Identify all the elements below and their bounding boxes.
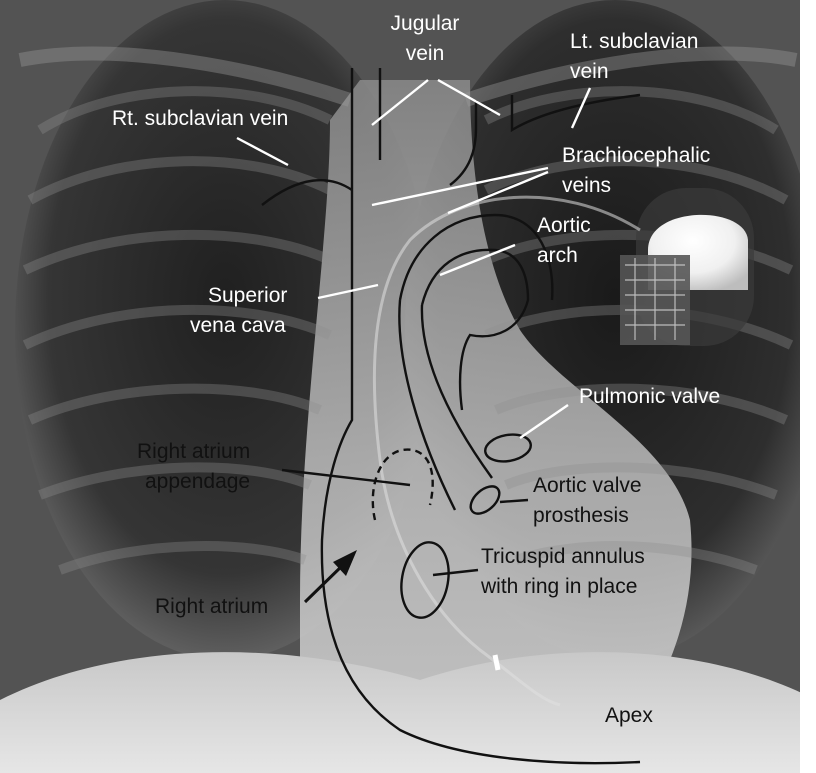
label-svc-1: Superior	[208, 284, 287, 307]
label-aortic-arch-1: Aortic	[537, 214, 591, 237]
label-right-atrium: Right atrium	[155, 595, 268, 618]
right-margin	[800, 0, 816, 773]
label-aortic-arch-2: arch	[537, 244, 578, 267]
label-aortic-valve-2: prosthesis	[533, 504, 629, 527]
lead-tip	[495, 655, 498, 670]
label-tricuspid-1: Tricuspid annulus	[481, 545, 645, 568]
label-lt-subclavian-2: vein	[570, 60, 609, 83]
label-brachiocephalic-1: Brachiocephalic	[562, 144, 710, 167]
label-aortic-valve-1: Aortic valve	[533, 474, 642, 497]
label-ra-appendage-2: appendage	[145, 470, 250, 493]
label-lt-subclavian-1: Lt. subclavian	[570, 30, 698, 53]
label-apex: Apex	[605, 704, 653, 727]
label-tricuspid-2: with ring in place	[480, 575, 637, 598]
label-rt-subclavian: Rt. subclavian vein	[112, 107, 288, 130]
label-ra-appendage-1: Right atrium	[137, 440, 250, 463]
label-jugular-vein-2: vein	[406, 42, 445, 65]
label-jugular-vein-1: Jugular	[391, 12, 460, 35]
label-pulmonic-valve: Pulmonic valve	[579, 385, 720, 408]
label-svc-2: vena cava	[190, 314, 286, 337]
label-brachiocephalic-2: veins	[562, 174, 611, 197]
